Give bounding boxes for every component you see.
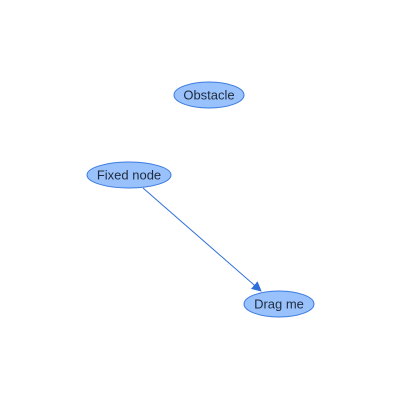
node-obstacle-shape[interactable] [173, 81, 245, 109]
node-obstacle[interactable]: Obstacle [173, 81, 245, 109]
node-drag-me-shape[interactable] [243, 290, 315, 318]
edge-fixed-to-drag [142, 187, 262, 292]
node-drag-me-label: Drag me [254, 297, 304, 312]
node-obstacle-label: Obstacle [183, 88, 234, 103]
node-fixed-shape[interactable] [86, 161, 172, 189]
node-fixed-label: Fixed node [97, 168, 161, 183]
node-fixed[interactable]: Fixed node [86, 161, 172, 189]
node-drag-me[interactable]: Drag me [243, 290, 315, 318]
